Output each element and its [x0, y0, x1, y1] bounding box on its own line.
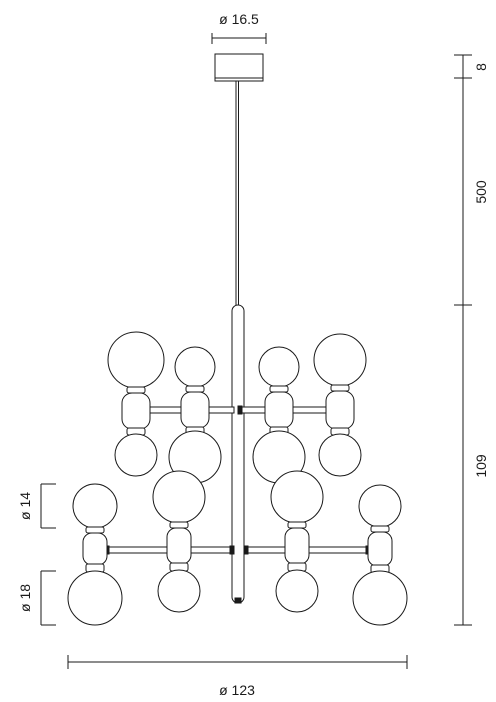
small-globe-diameter-label: ø 14: [17, 492, 33, 520]
upper-tier: [107, 331, 367, 484]
large-globe-diameter-label: ø 18: [17, 584, 33, 612]
globe-neck: [185, 385, 205, 393]
globe-neck: [169, 521, 189, 529]
globe-arm: [252, 346, 306, 484]
stem-end-cap: [234, 597, 242, 604]
globe-neck: [126, 386, 146, 394]
globe-arm: [107, 331, 165, 477]
globe-arm: [352, 484, 408, 626]
canopy: [214, 53, 264, 82]
globe-arm: [152, 470, 206, 613]
globe: [358, 484, 402, 528]
lamp-holder: [180, 391, 210, 429]
lamp-holder: [166, 527, 192, 565]
lamp-holder: [82, 532, 108, 566]
globe: [157, 569, 201, 613]
total-diameter-label: ø 123: [219, 682, 255, 698]
total-diameter-dimension-line: [67, 655, 408, 669]
central-stem: [231, 304, 245, 604]
lower-tier: [67, 470, 408, 626]
cable-length-label: 500: [473, 180, 489, 204]
lamp-holder: [264, 391, 294, 429]
globe: [107, 331, 165, 389]
lamp-holder: [121, 392, 151, 430]
body-height-label: 109: [473, 454, 489, 478]
large-globe-dimension-line: [40, 570, 56, 626]
globe: [72, 483, 118, 529]
globe: [313, 333, 367, 387]
globe-arm: [270, 470, 324, 613]
globe: [258, 346, 300, 388]
suspension-cable: [235, 81, 239, 306]
globe-neck: [330, 384, 350, 392]
globe: [114, 433, 158, 477]
globe: [318, 433, 362, 477]
globe-arm: [67, 483, 123, 626]
globe-arm: [313, 333, 367, 477]
globe: [270, 470, 324, 524]
lamp-holder: [367, 531, 393, 567]
globe-neck: [370, 525, 390, 533]
globe: [152, 470, 206, 524]
globe: [67, 570, 123, 626]
lamp-holder: [325, 390, 355, 430]
canopy-diameter-label: ø 16.5: [219, 11, 259, 27]
small-globe-dimension-line: [40, 483, 56, 529]
globe: [275, 569, 319, 613]
globe-neck: [269, 385, 289, 393]
globe: [352, 570, 408, 626]
globe-neck: [287, 521, 307, 529]
canopy-diameter-dimension: [211, 33, 267, 44]
height-dimension-line: [454, 54, 472, 626]
globe-arm: [168, 346, 222, 484]
lamp-holder: [284, 527, 310, 565]
globe-neck: [85, 526, 105, 534]
globe: [174, 346, 216, 388]
canopy-height-label: 8: [473, 63, 489, 71]
